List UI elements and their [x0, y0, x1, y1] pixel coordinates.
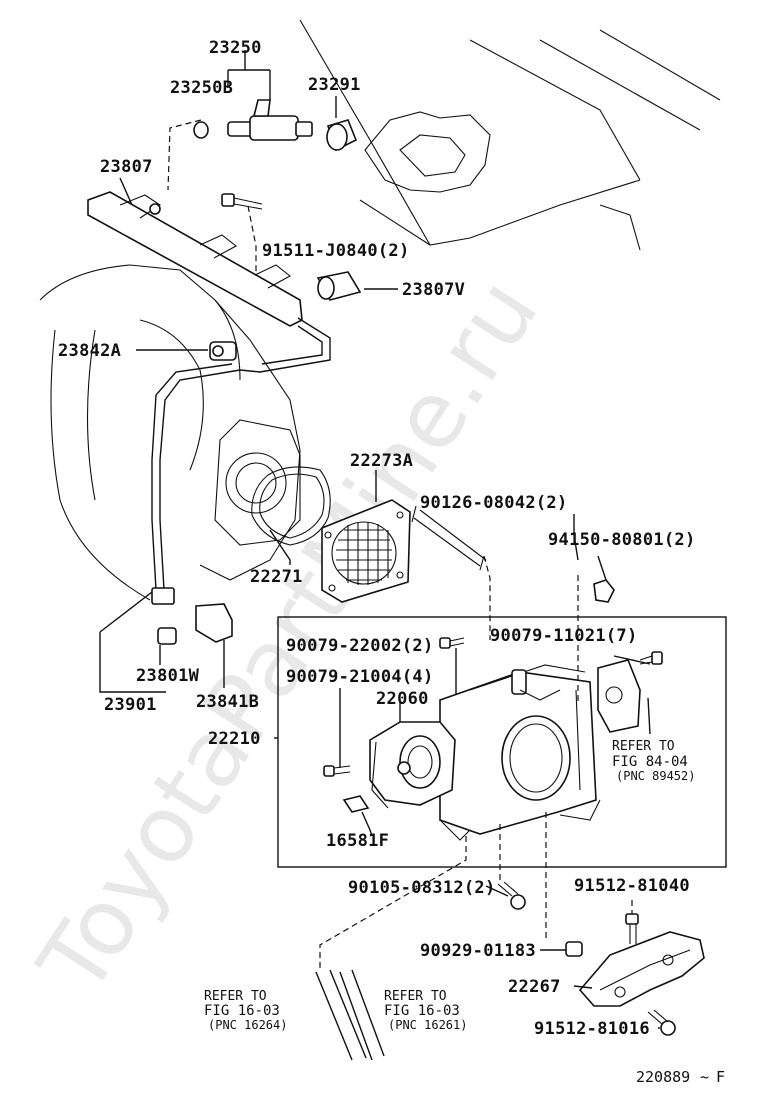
label-91511-j0840[interactable]: 91511-J0840(2) — [262, 241, 410, 261]
honeycomb-screen — [336, 522, 392, 585]
refer-fig-16-03-pnc-16261[interactable]: REFER TO FIG 16-03 (PNC 16261) — [384, 989, 467, 1032]
label-91512-81016[interactable]: 91512-81016 — [534, 1019, 650, 1039]
label-90079-21004[interactable]: 90079-21004(4) — [286, 667, 434, 687]
leader-lines — [99, 50, 660, 1029]
gasket-22271 — [251, 466, 331, 546]
label-23807[interactable]: 23807 — [100, 157, 153, 177]
nut-94150 — [593, 579, 615, 603]
bracket-22267 — [578, 931, 705, 1007]
connector-16581f — [342, 795, 370, 813]
clamp-23801w — [157, 627, 177, 645]
refer-16261-line3: (PNC 16261) — [388, 1018, 467, 1032]
sensor-mount-plate — [597, 659, 641, 733]
bolt-91511 — [221, 193, 263, 210]
refer-84-line2: FIG 84-04 — [612, 754, 688, 770]
label-23250[interactable]: 23250 — [209, 38, 262, 58]
bolt-91512-81040 — [625, 913, 639, 944]
figure-suffix: F — [716, 1068, 725, 1086]
fuel-hose-23901 — [151, 317, 331, 605]
figure-id-separator: ~ — [700, 1068, 709, 1086]
screw-90079-21004 — [323, 765, 351, 777]
label-23801w[interactable]: 23801W — [136, 666, 200, 686]
label-91512-81040[interactable]: 91512-81040 — [574, 876, 690, 896]
label-23250b[interactable]: 23250B — [170, 78, 233, 98]
label-90929-01183[interactable]: 90929-01183 — [420, 941, 536, 961]
refer-fig-16-03-pnc-16264[interactable]: REFER TO FIG 16-03 (PNC 16264) — [204, 989, 287, 1032]
label-22271[interactable]: 22271 — [250, 567, 303, 587]
label-22210[interactable]: 22210 — [208, 729, 261, 749]
refer-84-line1: REFER TO — [612, 739, 675, 754]
label-94150-80801[interactable]: 94150-80801(2) — [548, 530, 696, 550]
label-23901[interactable]: 23901 — [104, 695, 157, 715]
label-23807v[interactable]: 23807V — [402, 280, 465, 300]
bracket-23841b — [195, 603, 233, 643]
bolt-91512-81016 — [647, 1009, 676, 1036]
hoses-16-03 — [315, 969, 385, 1061]
label-23841b[interactable]: 23841B — [196, 692, 259, 712]
label-22060[interactable]: 22060 — [376, 689, 429, 709]
label-90105-08312[interactable]: 90105-08312(2) — [348, 878, 496, 898]
refer-16264-line1: REFER TO — [204, 989, 267, 1004]
throttle-plate-22273a — [321, 499, 411, 603]
label-90126-08042[interactable]: 90126-08042(2) — [420, 493, 568, 513]
clamp-90929 — [565, 941, 583, 957]
label-90079-11021[interactable]: 90079-11021(7) — [490, 626, 638, 646]
stud-90126 — [411, 505, 487, 571]
refer-16264-line3: (PNC 16264) — [208, 1018, 287, 1032]
refer-16261-line2: FIG 16-03 — [384, 1003, 460, 1019]
refer-16264-line2: FIG 16-03 — [204, 1003, 280, 1019]
refer-16261-line1: REFER TO — [384, 989, 447, 1004]
refer-fig-84-04[interactable]: REFER TO FIG 84-04 (PNC 89452) — [612, 739, 695, 783]
screw-90105 — [497, 881, 526, 910]
label-23842a[interactable]: 23842A — [58, 341, 121, 361]
bolt-90079-22002 — [439, 637, 465, 649]
label-90079-22002[interactable]: 90079-22002(2) — [286, 636, 434, 656]
throttle-body-22210 — [439, 664, 601, 841]
throttle-body-assy-box — [277, 616, 727, 868]
label-16581f[interactable]: 16581F — [326, 831, 389, 851]
bolt-90079-11021 — [639, 651, 663, 665]
label-23291[interactable]: 23291 — [308, 75, 361, 95]
fuel-injector-23250 — [227, 99, 313, 141]
label-22267[interactable]: 22267 — [508, 977, 561, 997]
spacer-23807v — [316, 271, 362, 301]
label-22273a[interactable]: 22273A — [350, 451, 413, 471]
o-ring-23250b — [193, 121, 209, 139]
insulator-23291 — [326, 119, 358, 152]
engine-block-illustration — [39, 264, 301, 601]
figure-id: 220889 — [636, 1068, 690, 1086]
clamp-23842a — [209, 341, 237, 361]
throttle-sensor-22060 — [369, 721, 456, 809]
engine-cover-illustration — [299, 19, 721, 251]
refer-84-line3: (PNC 89452) — [616, 769, 695, 783]
